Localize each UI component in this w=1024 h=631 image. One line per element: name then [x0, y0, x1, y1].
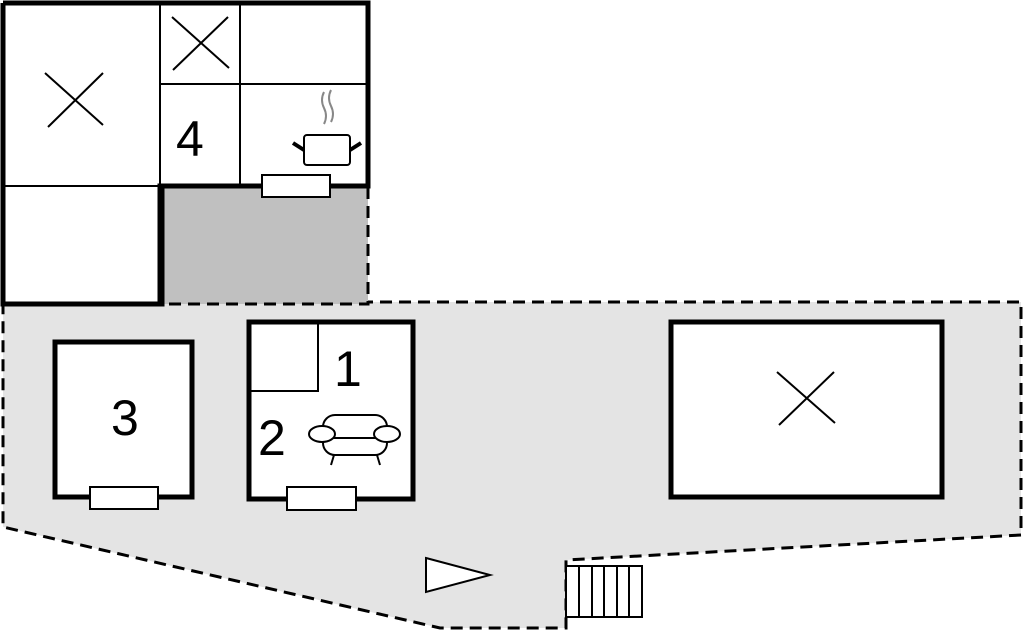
entrance-arrow-icon	[425, 556, 494, 594]
cooking-pot-icon	[291, 89, 363, 166]
room-label-4: 4	[176, 111, 204, 167]
covered-area	[158, 184, 370, 306]
cross-icon	[44, 72, 104, 128]
window-icon	[286, 486, 357, 511]
room-label-3: 3	[111, 390, 139, 446]
room-label-2: 2	[258, 410, 286, 466]
window-icon	[261, 174, 331, 198]
room-label-1: 1	[334, 341, 362, 397]
main-building	[0, 0, 371, 307]
cross-icon	[776, 371, 836, 426]
room-2-partition	[251, 322, 319, 392]
annex-building	[668, 319, 945, 500]
stairs-icon	[565, 565, 643, 618]
room-3	[52, 339, 195, 500]
cross-icon	[171, 16, 230, 71]
window-icon	[89, 486, 159, 510]
sofa-icon	[308, 414, 401, 466]
